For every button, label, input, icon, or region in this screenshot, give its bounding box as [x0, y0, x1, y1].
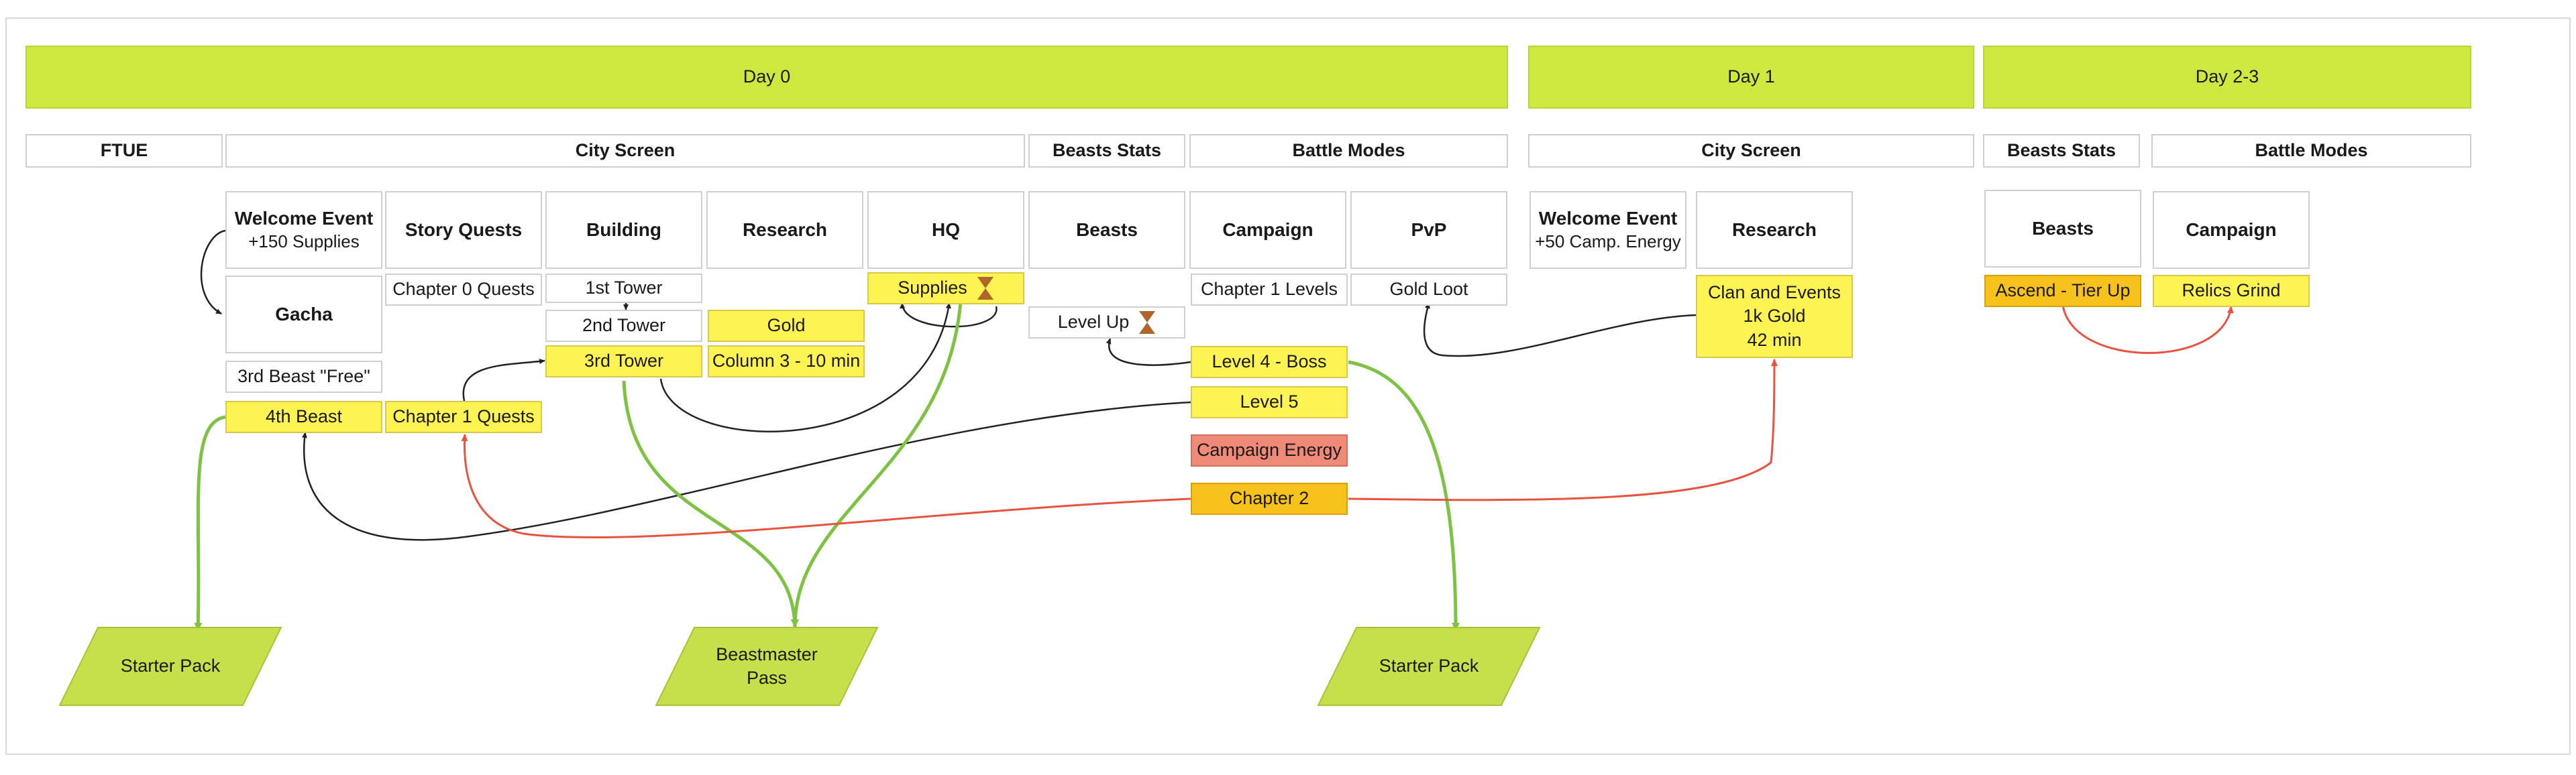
card-story-quests: Story Quests: [385, 191, 542, 269]
card-hq: HQ: [867, 191, 1024, 269]
offer-label: Starter Pack: [120, 656, 221, 676]
item-gold: Gold: [708, 310, 865, 342]
item-level-5: Level 5: [1191, 386, 1348, 418]
offer-starter-pack-1: Starter Pack: [59, 627, 282, 706]
card-beasts-day0: Beasts: [1028, 191, 1185, 269]
item-1st-tower: 1st Tower: [545, 274, 702, 303]
parallelogram-shape: [59, 627, 282, 706]
card-research-day1: Research: [1696, 191, 1853, 269]
link-ascend-relics-loop: [2061, 304, 2234, 354]
link-supplies-to-beastmaster: [791, 301, 963, 628]
link-4thbeast-to-starterpack: [194, 415, 226, 631]
parallelogram-shape: [655, 627, 878, 706]
card-campaign-day2: Campaign: [2153, 191, 2310, 269]
hourglass-icon: [977, 277, 994, 300]
parallelogram-shape: [1318, 627, 1540, 706]
offer-line: Beastmaster: [716, 644, 818, 664]
item-ascend-tier-up: Ascend - Tier Up: [1984, 275, 2141, 307]
card-title: Campaign: [2186, 219, 2277, 240]
item-relics-grind: Relics Grind: [2153, 275, 2310, 307]
hourglass-icon: [1139, 311, 1156, 334]
link-chapter2-to-ch1quests: [461, 434, 1191, 539]
card-title: PvP: [1411, 219, 1447, 240]
section-beasts-stats-day0: Beasts Stats: [1028, 134, 1185, 168]
card-title: Research: [742, 219, 828, 240]
link-chapter2-to-clan: [1348, 359, 1778, 501]
section-ftue: FTUE: [25, 134, 223, 168]
card-title: Research: [1731, 219, 1817, 240]
section-battle-modes-day2: Battle Modes: [2151, 134, 2471, 168]
item-clan-and-events: Clan and Events 1k Gold 42 min: [1696, 275, 1853, 358]
card-building: Building: [545, 191, 702, 269]
item-4th-beast: 4th Beast: [225, 401, 382, 433]
day-2-3-header: Day 2-3: [1983, 46, 2471, 109]
card-research-day0: Research: [706, 191, 863, 269]
offer-label: Starter Pack: [1379, 656, 1479, 676]
card-title: Building: [586, 219, 661, 240]
offer-starter-pack-2: Starter Pack: [1318, 627, 1540, 706]
day-1-header: Day 1: [1528, 46, 1974, 109]
link-clan-to-goldloot: [1423, 302, 1697, 357]
link-ch1quests-to-tower3: [462, 359, 545, 402]
card-title: Campaign: [1222, 219, 1313, 240]
card-beasts-day2: Beasts: [1984, 190, 2141, 267]
item-gold-loot: Gold Loot: [1350, 274, 1507, 306]
item-campaign-energy: Campaign Energy: [1191, 434, 1348, 467]
link-welcome-to-gacha: [200, 229, 226, 315]
item-column-3: Column 3 - 10 min: [708, 345, 865, 377]
day-0-header: Day 0: [25, 46, 1508, 109]
section-beasts-stats-day2: Beasts Stats: [1983, 134, 2140, 168]
card-campaign-day0: Campaign: [1189, 191, 1346, 269]
item-chapter-1-levels: Chapter 1 Levels: [1191, 274, 1348, 306]
item-line: 42 min: [1747, 329, 1802, 350]
card-subtitle: +150 Supplies: [248, 231, 360, 252]
card-title: HQ: [932, 219, 960, 240]
item-label: Level Up: [1057, 312, 1130, 333]
card-title: Welcome Event: [1538, 207, 1678, 229]
card-subtitle: +50 Camp. Energy: [1535, 231, 1681, 252]
card-title: Welcome Event: [234, 207, 374, 229]
card-title: Beasts: [2032, 217, 2094, 239]
link-tower3-to-beastmaster: [622, 380, 799, 628]
card-title: Beasts: [1076, 219, 1138, 240]
link-level5-to-4thbeast: [302, 401, 1191, 541]
item-label: Supplies: [898, 278, 967, 298]
card-welcome-event-day0: Welcome Event +150 Supplies: [225, 191, 382, 269]
card-welcome-event-day1: Welcome Event +50 Camp. Energy: [1529, 191, 1686, 269]
item-line: 1k Gold: [1743, 306, 1806, 326]
item-chapter-0-quests: Chapter 0 Quests: [385, 274, 542, 306]
item-supplies: Supplies: [867, 272, 1024, 304]
item-line: Clan and Events: [1707, 282, 1841, 303]
card-pvp: PvP: [1350, 191, 1507, 269]
item-3rd-beast-free: 3rd Beast "Free": [225, 361, 382, 393]
link-level4-to-levelup: [1106, 338, 1191, 366]
section-city-screen-day0: City Screen: [225, 134, 1025, 168]
link-supplies-loop: [900, 302, 998, 328]
item-2nd-tower: 2nd Tower: [545, 310, 702, 342]
item-chapter-2: Chapter 2: [1191, 483, 1348, 515]
card-title: Gacha: [275, 303, 333, 324]
item-chapter-1-quests: Chapter 1 Quests: [385, 401, 542, 433]
link-level4-to-starterpack2: [1348, 360, 1460, 631]
section-city-screen-day1: City Screen: [1528, 134, 1974, 168]
offer-line: Pass: [746, 668, 788, 688]
card-title: Story Quests: [405, 219, 523, 240]
item-3rd-tower: 3rd Tower: [545, 345, 702, 377]
card-gacha: Gacha: [225, 276, 382, 353]
link-tower3-to-supplies: [659, 302, 951, 432]
item-level-up: Level Up: [1028, 306, 1185, 339]
section-battle-modes-day0: Battle Modes: [1189, 134, 1508, 168]
item-level-4-boss: Level 4 - Boss: [1191, 346, 1348, 378]
